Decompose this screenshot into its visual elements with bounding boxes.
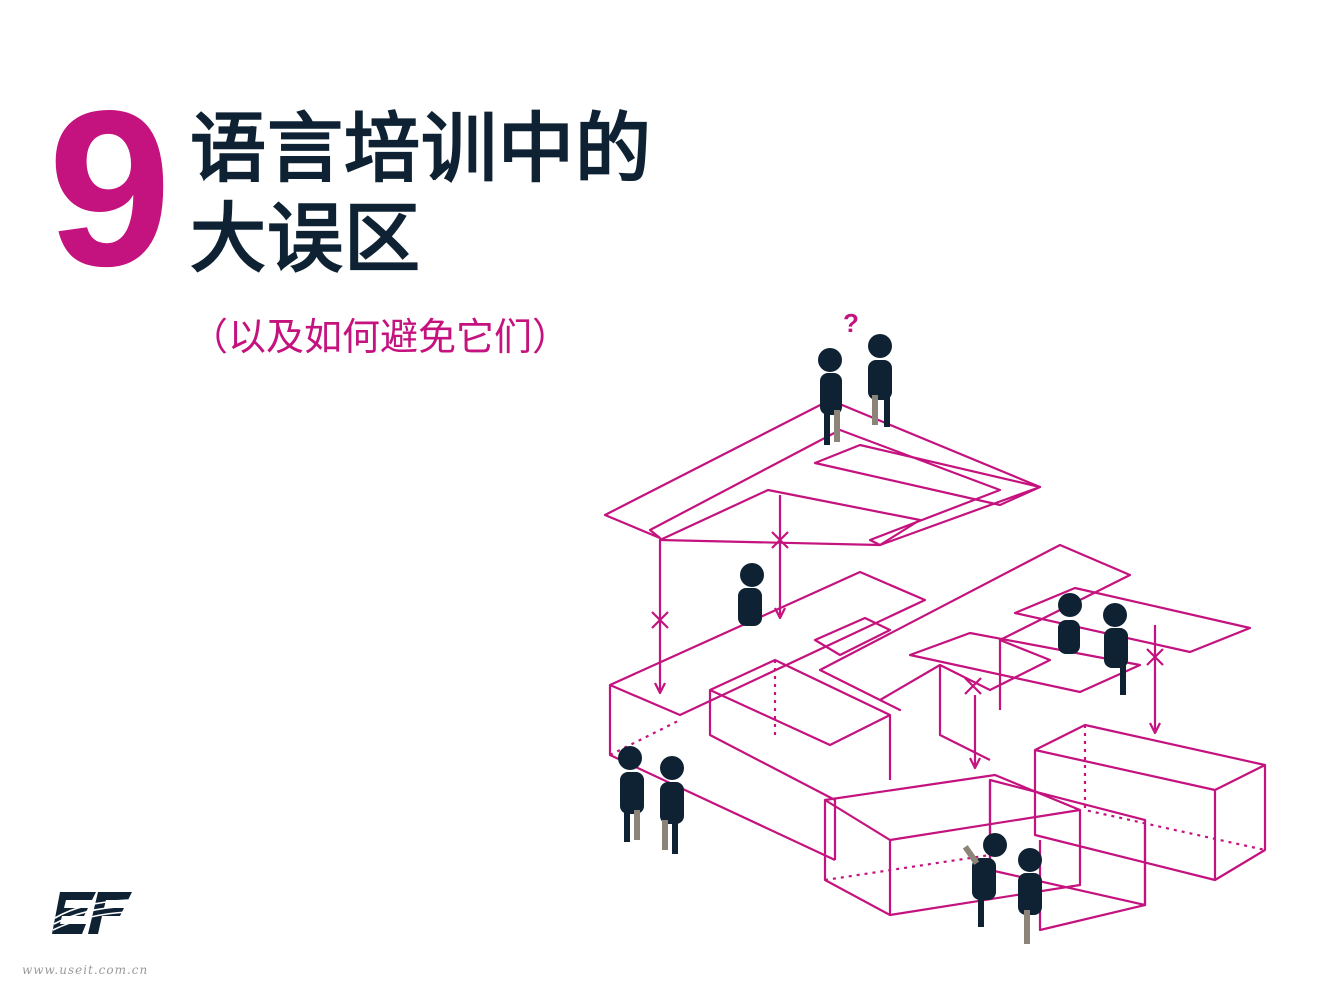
people-figures [618,334,1128,944]
person-figure [738,563,764,626]
watermark: www.useit.com.cn [22,963,149,977]
person-figure [660,756,684,854]
title-line-2: 大误区 [190,194,421,283]
person-figure [1018,848,1042,944]
person-figure [818,348,842,445]
maze-illustration: ? [603,308,1267,944]
person-figure [1058,593,1082,654]
person-figure [618,746,644,842]
person-figure [962,833,1007,927]
person-figure [868,334,892,427]
subtitle: （以及如何避免它们） [190,315,571,359]
maze-lines [603,398,1267,932]
slide-number: 9 [48,65,171,313]
ef-logo-icon [52,892,132,934]
title-line-1: 语言培训中的 [190,104,652,193]
page-title: 语言培训中的 大误区 [190,104,652,284]
question-mark: ? [843,308,859,338]
person-figure [1103,603,1128,695]
